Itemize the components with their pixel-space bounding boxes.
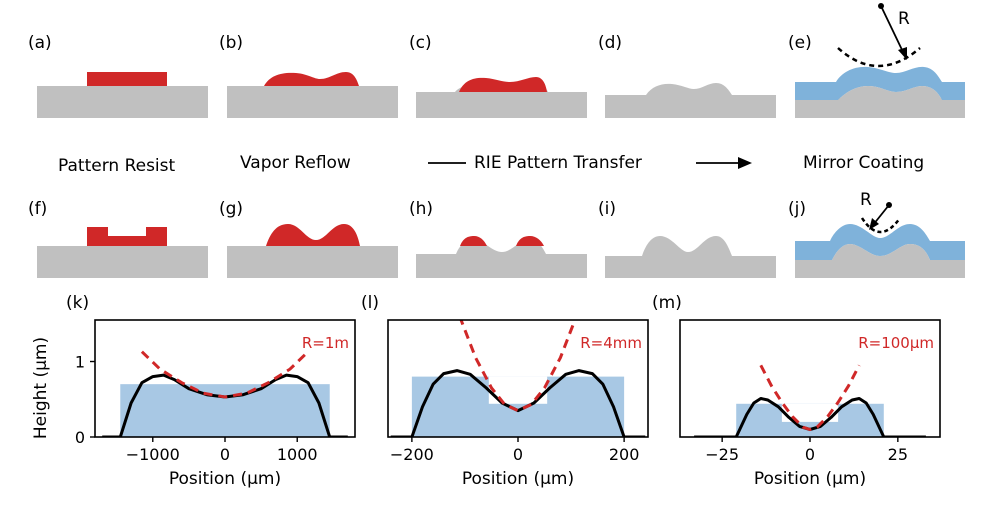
reflowed-resist: [264, 72, 359, 86]
radius-arrowhead: [898, 47, 907, 60]
schematic-c: [416, 77, 587, 118]
plot-area: [102, 350, 348, 437]
fit-radius-label: R=1m: [302, 334, 349, 352]
mirror-coating: [795, 66, 965, 100]
substrate: [227, 86, 398, 118]
radius-line: [880, 5, 905, 55]
remaining-resist: [459, 77, 547, 92]
y-tick-label: 0: [75, 428, 85, 447]
transferred-profile: [646, 83, 732, 95]
x-axis-label: Position (μm): [462, 469, 574, 489]
plot-area: [694, 364, 926, 437]
panel-label-e: (e): [788, 33, 812, 53]
schematic-e: R: [795, 3, 965, 118]
panel-label-j: (j): [788, 199, 806, 219]
panel-label-b: (b): [219, 33, 243, 53]
x-tick-label: 0: [805, 445, 815, 464]
x-tick-label: 25: [888, 445, 908, 464]
substrate: [605, 95, 776, 118]
schematic-b: [227, 72, 398, 118]
x-tick-label: −200: [390, 445, 434, 464]
radius-center-dot: [886, 202, 892, 208]
substrate: [37, 86, 208, 118]
panel-label-h: (h): [409, 199, 433, 219]
radius-arc: [837, 47, 921, 68]
resist-pattern: [87, 227, 167, 246]
step-label-rie-transfer: RIE Pattern Transfer: [474, 153, 642, 173]
step-label-vapor-reflow: Vapor Reflow: [240, 153, 351, 173]
x-tick-label: 0: [513, 445, 523, 464]
x-tick-label: 200: [609, 445, 640, 464]
substrate: [416, 254, 587, 278]
substrate: [37, 246, 208, 278]
transferred-profile: [642, 236, 732, 256]
substrate: [605, 256, 776, 278]
radius-center-dot: [878, 3, 884, 9]
substrate: [227, 246, 398, 278]
substrate: [416, 92, 587, 118]
radius-fit-line: [140, 350, 310, 399]
schematic-d: [605, 83, 776, 118]
y-axis-label: Height (μm): [31, 337, 51, 439]
x-axis-label: Position (μm): [169, 469, 281, 489]
panel-label-d: (d): [598, 33, 622, 53]
rie-arrow-icon: [738, 157, 752, 169]
schematic-g: [227, 224, 398, 278]
fit-radius-label: R=100μm: [858, 334, 934, 352]
remaining-resist-right: [516, 236, 544, 246]
schematic-f: [37, 227, 208, 278]
mirror-coating: [795, 224, 965, 260]
structure-notch: [781, 403, 839, 422]
radius-label: R: [898, 9, 910, 29]
panel-label-i: (i): [598, 199, 616, 219]
panel-label-a: (a): [28, 33, 52, 53]
panel-label-m: (m): [652, 293, 682, 313]
x-tick-label: 1000: [277, 445, 318, 464]
radius-fit-line: [759, 364, 861, 432]
schematic-i: [605, 236, 776, 278]
panel-label-f: (f): [28, 199, 47, 219]
step-label-pattern-resist: Pattern Resist: [58, 156, 176, 176]
panel-label-l: (l): [361, 293, 379, 313]
x-tick-label: −1000: [126, 445, 180, 464]
panel-label-g: (g): [219, 199, 243, 219]
mirror-surface: [838, 86, 942, 118]
panel-label-c: (c): [409, 33, 432, 53]
radius-label: R: [860, 190, 872, 210]
radius-arc: [860, 217, 902, 234]
radius-fit-line: [459, 320, 577, 413]
reflowed-resist: [266, 224, 360, 246]
plot-area: [390, 320, 646, 437]
x-tick-label: 0: [220, 445, 230, 464]
height-profile-line: [390, 369, 646, 437]
panel-label-k: (k): [66, 293, 89, 313]
x-axis-label: Position (μm): [754, 469, 866, 489]
x-tick-label: −25: [705, 445, 739, 464]
schematic-h: [416, 236, 587, 278]
schematic-a: [37, 72, 208, 118]
mirror-surface: [832, 244, 930, 278]
resist-block: [87, 72, 167, 86]
schematic-j: R: [795, 190, 965, 278]
y-tick-label: 1: [75, 353, 85, 372]
fit-radius-label: R=4mm: [580, 334, 642, 352]
structure-bar: [120, 384, 330, 437]
step-label-mirror-coating: Mirror Coating: [803, 153, 924, 173]
remaining-resist: [460, 236, 487, 246]
radius-arrowhead: [869, 218, 879, 230]
